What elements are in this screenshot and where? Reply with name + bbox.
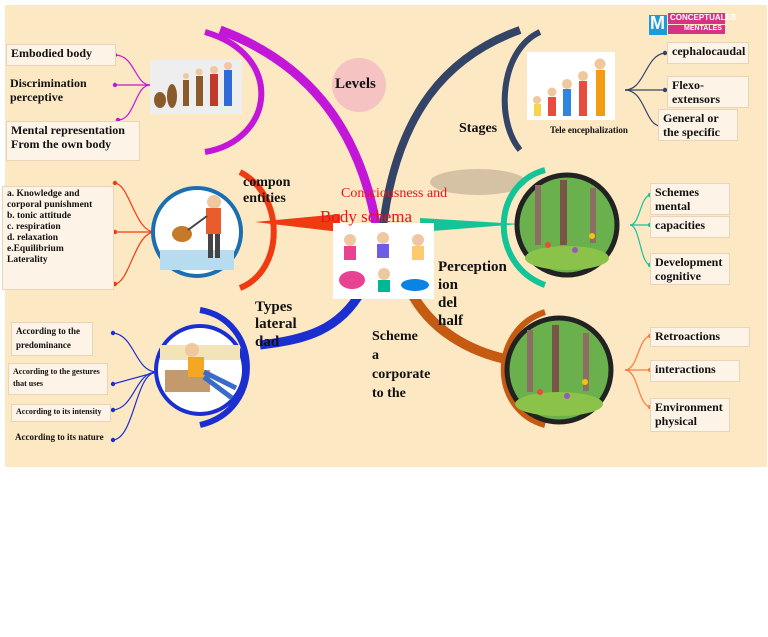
types-item-predominance: According to the predominance <box>11 322 93 356</box>
forest-image-top <box>514 172 620 278</box>
scheme-item-retroactions: Retroactions <box>650 327 750 347</box>
components-title: compon entities <box>243 175 291 207</box>
types-item-nature: According to its nature <box>15 432 104 442</box>
branch-components <box>255 214 340 232</box>
center-title-line1: Consciousness and <box>341 186 448 201</box>
tennis-man-image <box>151 186 243 278</box>
scheme-item-interactions: interactions <box>650 360 740 382</box>
stages-item-general-specific: General or the specific <box>658 109 738 141</box>
types-title: Types lateral dad <box>255 299 297 350</box>
center-children-image <box>333 223 434 299</box>
evolution-figures-image <box>150 60 242 114</box>
branch-levels <box>218 25 383 236</box>
types-arc <box>199 307 250 428</box>
levels-bubble <box>332 58 386 112</box>
components-list: a. Knowledge and corporal punishment b. … <box>2 186 114 290</box>
perception-item-capacities: capacities <box>650 216 730 238</box>
components-connectors <box>114 182 156 285</box>
stages-item-flexo-extensors: Flexo- extensors <box>667 76 749 108</box>
logo <box>649 13 725 35</box>
shadow-blob <box>430 169 526 195</box>
levels-item-mental-representation: Mental representation From the own body <box>6 121 140 161</box>
scheme-arc <box>500 309 547 428</box>
levels-connectors <box>114 54 151 121</box>
logo-line2: MENTALES <box>684 25 722 32</box>
center-title-line2: Body schema <box>320 207 413 226</box>
children-growth-image <box>527 52 615 120</box>
falling-man-image <box>154 324 246 416</box>
branch-perception <box>420 218 520 232</box>
branch-stages <box>378 26 522 236</box>
forest-image-bottom <box>504 315 614 425</box>
scheme-title: Scheme a corporate to the <box>372 329 431 401</box>
logo-mark: M <box>650 13 665 33</box>
stages-arc <box>501 29 542 152</box>
perception-item-development: Development cognitive <box>650 253 730 285</box>
branch-scheme <box>405 287 512 365</box>
components-arc <box>238 169 277 291</box>
scheme-item-environment: Environment physical <box>650 398 730 432</box>
perception-connectors <box>629 194 651 266</box>
levels-title: Levels <box>335 76 376 92</box>
types-item-gestures: According to the gestures that uses <box>8 363 108 395</box>
perception-arc <box>500 167 547 288</box>
perception-title: Perception ion del half <box>438 259 507 329</box>
stages-item-cephalocaudal: cephalocaudal <box>667 42 749 64</box>
stages-title: Stages <box>459 121 498 136</box>
types-connectors <box>112 332 158 441</box>
types-item-intensity: According to its intensity <box>11 404 111 422</box>
levels-item-discrimination: Discrimination perceptive <box>10 76 87 104</box>
stages-connectors <box>624 52 666 127</box>
stages-image-caption: Tele encephalization <box>550 125 628 135</box>
branch-types <box>259 287 366 350</box>
perception-item-schemes: Schemes mental <box>650 183 730 215</box>
levels-item-embodied-body: Embodied body <box>6 44 116 66</box>
levels-arc <box>204 29 265 155</box>
logo-line1: CONCEPTUALES <box>670 13 737 22</box>
scheme-connectors <box>624 335 651 408</box>
